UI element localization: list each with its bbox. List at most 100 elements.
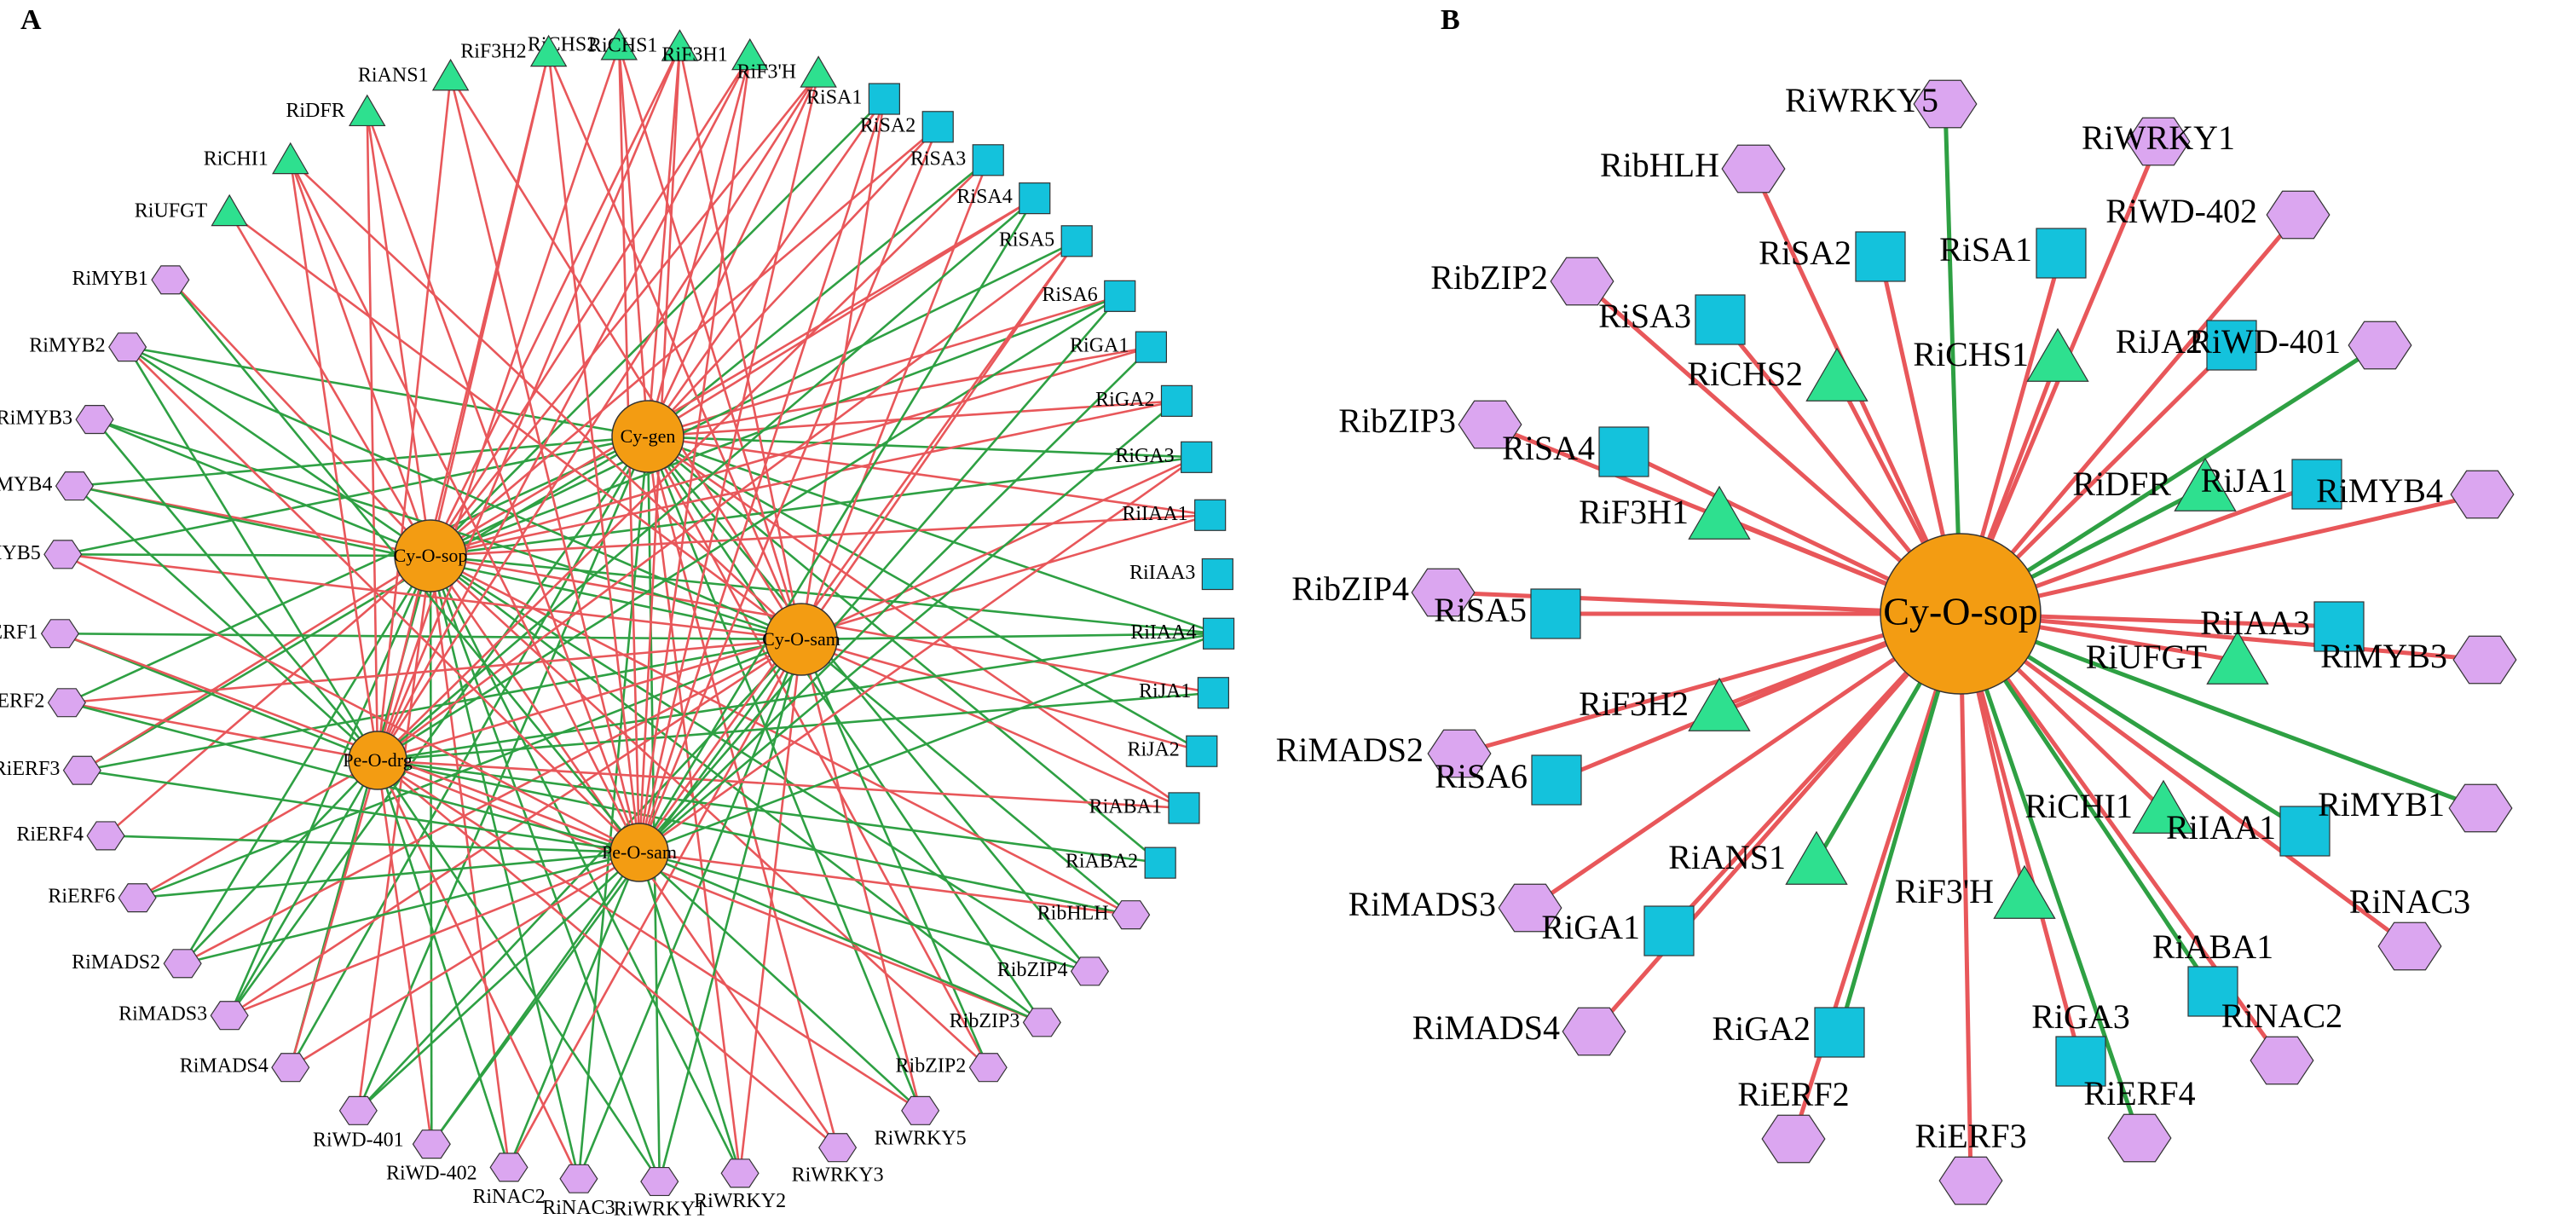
network-b-hub: Cy-O-sop [1880,533,2042,695]
edge-a-cy-o-sop-riga2 [430,400,1177,558]
edge-b-rimads2 [1458,611,1961,756]
edge-a-pe-o-sam-rierf1 [59,633,640,854]
hub-a-label-pe-o-sam: Pe-O-sam [602,841,677,863]
label-a-richs1: RiCHS1 [588,35,657,57]
node-a-riaba2 [1144,847,1176,879]
node-b-riwd-401 [2348,321,2412,370]
edge-a-pe-o-drg-rimyb3 [94,419,379,761]
edge-a-cy-gen-riaba2 [647,436,1162,864]
label-a-rija2: RiJA2 [1127,739,1179,761]
node-b-rierf4 [2107,1113,2172,1163]
edge-a-pe-o-drg-rimyb4 [73,485,378,761]
edge-a-pe-o-sam-risa1 [638,98,886,853]
edge-a-cy-o-sam-risa5 [800,240,1078,640]
node-b-rimads4 [1562,1007,1626,1056]
node-b-richs2 [1805,347,1868,402]
edge-a-pe-o-sam-riga3 [638,456,1198,854]
node-a-riiaa4 [1202,617,1235,650]
label-b-riwd-401: RiWD-401 [2189,322,2341,361]
node-b-rierf2 [1761,1114,1826,1164]
edge-a-pe-o-drg-ribhlh [377,759,1131,916]
label-b-riiaa1: RiIAA1 [2166,808,2276,847]
node-a-riwd-402 [412,1130,451,1159]
edge-a-cy-o-sop-richi1 [289,159,432,557]
edge-a-pe-o-sam-rierf6 [136,851,640,899]
node-a-rija1 [1197,677,1229,709]
edge-b-rierf3 [1958,613,1973,1182]
node-b-riga3 [2055,1036,2106,1087]
label-a-riiaa1: RiIAA1 [1122,503,1187,525]
edge-a-pe-o-sam-rimyb2 [126,346,640,853]
hub-a-label-cy-gen: Cy-gen [621,425,676,447]
label-a-riufgt: RiUFGT [135,199,208,222]
panel-b-letter: B [1441,4,1460,36]
label-b-rimyb4: RiMYB4 [2316,471,2443,510]
panel-a-letter: A [20,4,42,36]
edge-b-rimads3 [1528,611,1962,910]
label-a-rierf6: RiERF6 [48,886,115,908]
label-b-riiaa3: RiIAA3 [2200,604,2310,642]
edge-a-cy-o-sop-riwd-402 [429,555,433,1145]
edge-a-cy-o-sop-rierf4 [105,555,431,837]
node-b-riaba1 [2187,966,2238,1017]
label-b-rimyb1: RiMYB1 [2318,785,2445,823]
label-a-riiaa3: RiIAA3 [1129,562,1195,584]
edge-a-pe-o-sam-riwrky5 [638,852,921,1112]
label-b-richs2: RiCHS2 [1687,355,1803,393]
edge-a-pe-o-sam-ribhlh [638,851,1131,916]
node-a-rians1 [431,58,470,91]
node-b-rif3h2 [1688,677,1751,731]
edge-a-cy-o-sop-rif3-h [429,72,820,557]
edge-a-cy-o-sop-rimyb2 [126,346,431,558]
label-a-riwd-402: RiWD-402 [386,1163,477,1185]
node-a-riga1 [1135,331,1168,363]
node-a-riiaa1 [1194,499,1227,531]
label-a-rians1: RiANS1 [358,64,429,86]
edge-a-cy-o-sop-ribzip4 [430,554,1091,973]
label-a-ribzip3: RibZIP3 [950,1010,1020,1032]
edge-a-pe-o-sam-riwd-401 [357,852,640,1112]
label-b-ridfr: RiDFR [2072,465,2171,503]
node-a-ribzip4 [1070,956,1110,986]
network-b-nodes: RiWRKY5RiWRKY1RiWD-402RiWD-401RiMYB4RiMY… [1276,79,2517,1205]
node-b-riufgt [2206,630,2269,685]
edge-a-cy-gen-riwrky5 [646,436,921,1112]
label-b-risa2: RiSA2 [1759,234,1851,272]
edge-a-cy-gen-rimyb4 [74,435,649,488]
edge-a-cy-o-sop-risa1 [430,98,886,557]
edge-a-cy-gen-riwrky3 [646,436,839,1148]
node-b-rimads3 [1498,883,1562,933]
edge-a-cy-o-sop-rimads3 [228,555,432,1016]
edge-a-cy-o-sam-riwd-402 [430,639,803,1145]
label-a-rierf3: RiERF3 [0,758,60,780]
label-a-riga2: RiGA2 [1095,389,1154,411]
edge-a-cy-o-sam-rimads2 [182,638,802,965]
label-b-risa3: RiSA3 [1598,297,1691,335]
label-a-risa2: RiSA2 [860,114,915,136]
node-a-risa3 [972,144,1004,176]
node-b-rinac2 [2250,1036,2314,1085]
node-b-risa4 [1598,426,1649,477]
node-a-rierf6 [118,883,157,913]
node-a-riwd-401 [338,1095,378,1125]
node-a-riufgt [211,194,248,227]
label-a-risa6: RiSA6 [1042,284,1097,306]
node-a-riga2 [1160,384,1193,417]
edge-a-pe-o-drg-rians1 [376,76,452,761]
hub-b-label: Cy-O-sop [1883,590,2037,633]
node-b-riwrky5 [1913,79,1978,129]
edge-a-pe-o-drg-rimads3 [228,760,379,1016]
edge-a-pe-o-drg-rimyb2 [126,346,379,761]
edge-a-cy-o-sop-rierf3 [81,554,431,771]
node-a-rif3h1 [731,38,769,71]
node-a-richs2 [600,28,638,61]
label-a-riga3: RiGA3 [1115,445,1174,467]
label-b-riga2: RiGA2 [1712,1009,1811,1048]
edge-a-pe-o-sam-rimads4 [290,851,640,1069]
edge-a-cy-o-sop-risa4 [430,197,1036,558]
node-b-riiaa1 [2279,806,2331,857]
node-b-risa2 [1855,231,1906,282]
label-a-riaba1: RiABA1 [1089,795,1162,818]
edge-a-pe-o-drg-rierf2 [66,701,378,762]
